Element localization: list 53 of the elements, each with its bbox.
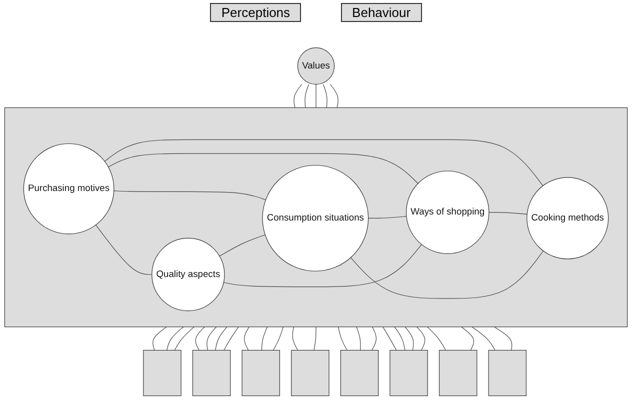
node-box bbox=[390, 350, 428, 396]
connector bbox=[292, 326, 298, 350]
connector bbox=[152, 326, 167, 350]
node-circle: Ways of shopping bbox=[406, 170, 490, 254]
group-label: Perceptions bbox=[210, 2, 302, 22]
connector bbox=[404, 326, 414, 350]
connector bbox=[368, 216, 407, 218]
connector bbox=[108, 153, 418, 184]
node-circle: Values bbox=[297, 47, 335, 84]
cluster bbox=[4, 107, 628, 327]
node-circle: Quality aspects bbox=[152, 238, 225, 311]
connector bbox=[356, 326, 361, 350]
connector bbox=[104, 139, 544, 186]
connector bbox=[427, 326, 446, 350]
node-box bbox=[143, 350, 182, 396]
connector bbox=[244, 326, 250, 350]
node-box bbox=[192, 350, 231, 396]
connector bbox=[261, 326, 268, 350]
connector bbox=[494, 326, 512, 350]
connector bbox=[382, 326, 397, 350]
connector bbox=[350, 250, 544, 299]
connector bbox=[416, 326, 426, 350]
connector bbox=[206, 326, 217, 350]
node-circle: Consumption situations bbox=[262, 164, 369, 272]
connector bbox=[472, 326, 496, 350]
connector bbox=[338, 326, 348, 350]
connector bbox=[174, 326, 194, 350]
node-box bbox=[340, 350, 379, 396]
connector bbox=[96, 224, 152, 275]
connector bbox=[224, 326, 239, 350]
connector bbox=[314, 326, 316, 350]
connector bbox=[114, 190, 266, 200]
connector bbox=[195, 326, 205, 350]
connector bbox=[273, 326, 284, 350]
connector bbox=[394, 326, 406, 350]
connector bbox=[372, 326, 377, 350]
node-box bbox=[242, 350, 280, 396]
connector bbox=[166, 326, 184, 350]
connector bbox=[215, 326, 228, 350]
connector bbox=[488, 212, 528, 214]
connector bbox=[322, 84, 328, 108]
connector bbox=[219, 234, 266, 256]
connector bbox=[330, 84, 338, 108]
connector bbox=[461, 326, 474, 350]
group-label: Behaviour bbox=[341, 2, 422, 22]
node-circle: Purchasing motives bbox=[23, 143, 114, 234]
connector bbox=[294, 84, 302, 108]
node-box bbox=[488, 350, 526, 396]
node-box bbox=[291, 350, 330, 396]
connector bbox=[304, 84, 310, 108]
node-box bbox=[438, 350, 478, 396]
connector bbox=[223, 244, 422, 287]
node-circle: Cooking methods bbox=[526, 176, 609, 259]
